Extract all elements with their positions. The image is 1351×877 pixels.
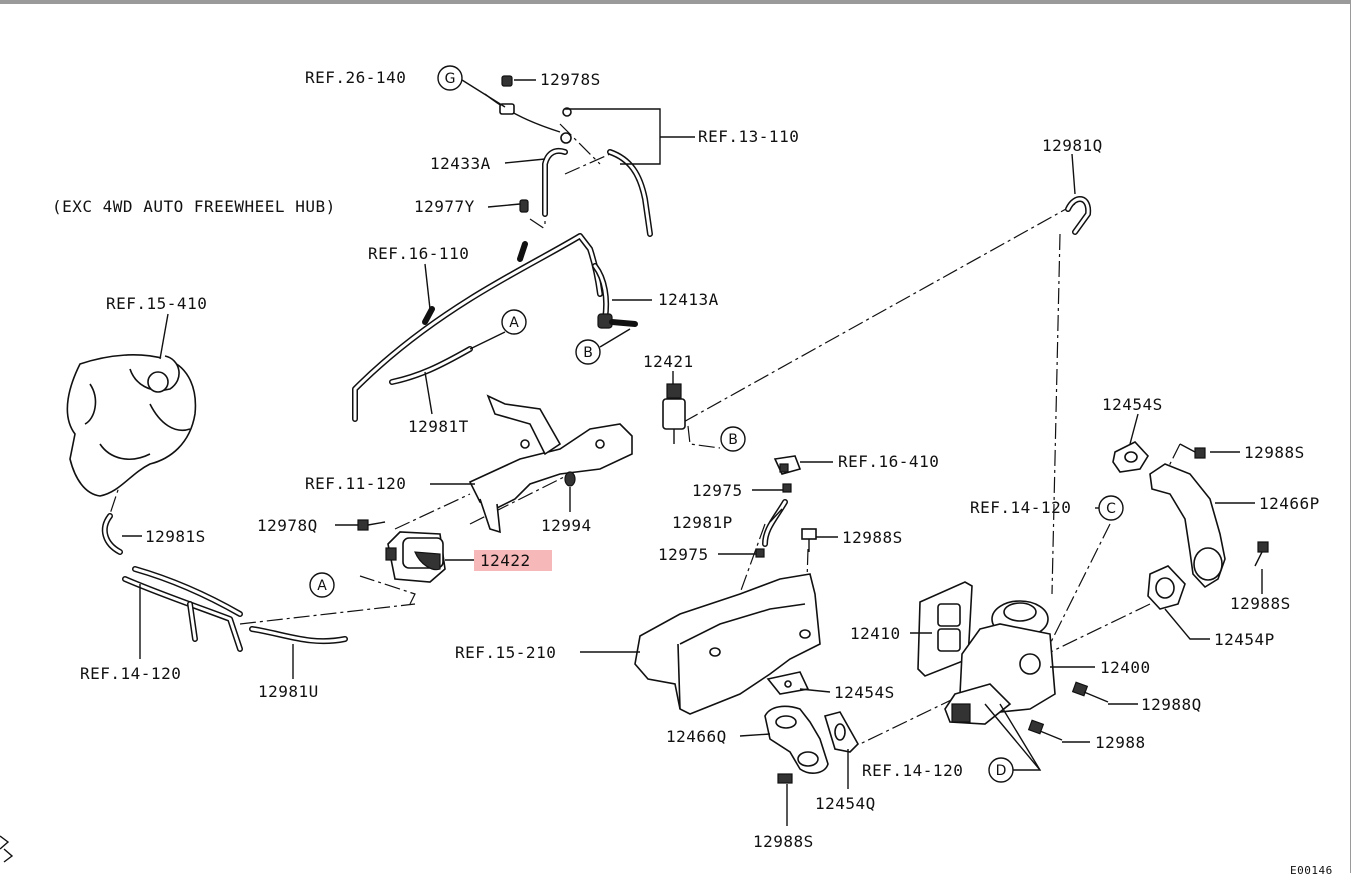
label-12978S[interactable]: 12978S: [540, 70, 601, 89]
gasket-12454P-part: [1147, 565, 1186, 610]
solenoid-12422-part: [385, 531, 446, 583]
clip-12975-top-part: [782, 483, 792, 493]
label-12981T[interactable]: 12981T: [408, 417, 469, 436]
solenoid-12421-part: [662, 383, 686, 444]
label-figure-code: E00146: [1290, 864, 1333, 877]
label-12988S-bottom[interactable]: 12988S: [753, 832, 814, 851]
gasket-12454S-bottom-part: [766, 671, 810, 695]
callout-A-upper: A: [501, 309, 527, 335]
label-12454S-bottom[interactable]: 12454S: [834, 683, 895, 702]
svg-text:A: A: [317, 578, 327, 594]
callout-B-upper: B: [575, 339, 601, 365]
svg-text:G: G: [445, 71, 456, 87]
label-12981S[interactable]: 12981S: [145, 527, 206, 546]
label-12981U[interactable]: 12981U: [258, 682, 319, 701]
svg-text:D: D: [996, 763, 1007, 779]
hose-12981U-part: [249, 626, 348, 645]
label-ref-15-410[interactable]: REF.15-410: [106, 294, 207, 313]
label-12988[interactable]: 12988: [1095, 733, 1146, 752]
pipe-12433A-part: [519, 147, 568, 217]
label-ref-13-110[interactable]: REF.13-110: [698, 127, 799, 146]
bracket-part: [468, 394, 633, 534]
label-ref-14-120-c[interactable]: REF.14-120: [970, 498, 1071, 517]
svg-text:B: B: [728, 432, 738, 448]
callout-D: D: [988, 757, 1014, 783]
svg-text:B: B: [583, 345, 593, 361]
turbocharger-part: [66, 354, 197, 497]
label-ref-14-120-d[interactable]: REF.14-120: [862, 761, 963, 780]
label-ref-16-410[interactable]: REF.16-410: [838, 452, 939, 471]
svg-text:C: C: [1106, 501, 1116, 517]
label-12978Q[interactable]: 12978Q: [257, 516, 318, 535]
label-12466Q[interactable]: 12466Q: [666, 727, 727, 746]
callout-A-lower: A: [309, 572, 335, 598]
highlight-box: [474, 550, 552, 571]
leader-lines: [122, 79, 1263, 826]
callout-C: C: [1098, 495, 1124, 521]
grommet-12994-part: [564, 471, 576, 487]
label-12413A[interactable]: 12413A: [658, 290, 719, 309]
label-12988Q[interactable]: 12988Q: [1141, 695, 1202, 714]
label-ref-14-120-left[interactable]: REF.14-120: [80, 664, 181, 683]
label-12988S-topright[interactable]: 12988S: [1244, 443, 1305, 462]
label-12988S-right[interactable]: 12988S: [1230, 594, 1291, 613]
part-labels: REF.26-140 12978S REF.13-110 12433A (EXC…: [52, 68, 1333, 877]
egr-valve-12400-part: [944, 600, 1056, 725]
label-12422[interactable]: 12422: [480, 551, 531, 570]
label-12975-top[interactable]: 12975: [692, 481, 743, 500]
label-ref-11-120[interactable]: REF.11-120: [305, 474, 406, 493]
label-ref-16-110[interactable]: REF.16-110: [368, 244, 469, 263]
pipe-12466Q-part: [764, 705, 829, 774]
bolt-12978Q-part: [357, 519, 386, 531]
vacuum-pipe-part: [352, 233, 603, 422]
pipe-ref-13-110-part: [560, 107, 653, 237]
label-12977Y[interactable]: 12977Y: [414, 197, 475, 216]
hose-12981T-part: [389, 346, 473, 385]
label-12433A[interactable]: 12433A: [430, 154, 491, 173]
label-12975-bottom[interactable]: 12975: [658, 545, 709, 564]
bolt-12988S-right-part: [1254, 541, 1269, 567]
label-12981Q[interactable]: 12981Q: [1042, 136, 1103, 155]
intake-manifold-part: [634, 573, 821, 715]
label-12454P[interactable]: 12454P: [1214, 630, 1275, 649]
label-12994[interactable]: 12994: [541, 516, 592, 535]
bolt-12988S-mid-part: [801, 528, 817, 552]
label-12981P[interactable]: 12981P: [672, 513, 733, 532]
parts-diagram: G A B B A C D: [0, 65, 1333, 877]
hose-12981S-part: [101, 513, 123, 555]
label-12988S-mid[interactable]: 12988S: [842, 528, 903, 547]
label-12421[interactable]: 12421: [643, 352, 694, 371]
bolt-12988S-topright-part: [1179, 443, 1206, 459]
gasket-12410-part: [917, 581, 973, 677]
gasket-12454Q-part: [823, 711, 859, 753]
label-12454Q[interactable]: 12454Q: [815, 794, 876, 813]
hose-12981Q-part: [1065, 196, 1092, 235]
hose-12981P-part: [762, 499, 788, 547]
bolt-12988-part: [1027, 719, 1063, 741]
gasket-12454S-top-part: [1112, 441, 1150, 473]
label-12454S-top[interactable]: 12454S: [1102, 395, 1163, 414]
bolt-12988S-bottom-part: [777, 773, 793, 784]
callout-B-mid: B: [720, 426, 746, 452]
orientation-mark-icon: [0, 835, 14, 863]
label-note-exc-4wd: (EXC 4WD AUTO FREEWHEEL HUB): [52, 197, 336, 216]
pipe-12466P-part: [1149, 463, 1226, 589]
pipe-assembly-left: [122, 566, 243, 652]
hose-12413A-part: [592, 263, 638, 329]
label-ref-15-210[interactable]: REF.15-210: [455, 643, 556, 662]
clip-12975-bottom-part: [755, 548, 765, 558]
label-12466P[interactable]: 12466P: [1259, 494, 1320, 513]
svg-text:A: A: [509, 315, 519, 331]
label-ref-26-140[interactable]: REF.26-140: [305, 68, 406, 87]
bolt-12988Q-part: [1071, 681, 1109, 703]
callout-G: G: [437, 65, 463, 91]
sensor-ref-16-410-part: [773, 455, 802, 475]
label-12400[interactable]: 12400: [1100, 658, 1151, 677]
label-12410[interactable]: 12410: [850, 624, 901, 643]
